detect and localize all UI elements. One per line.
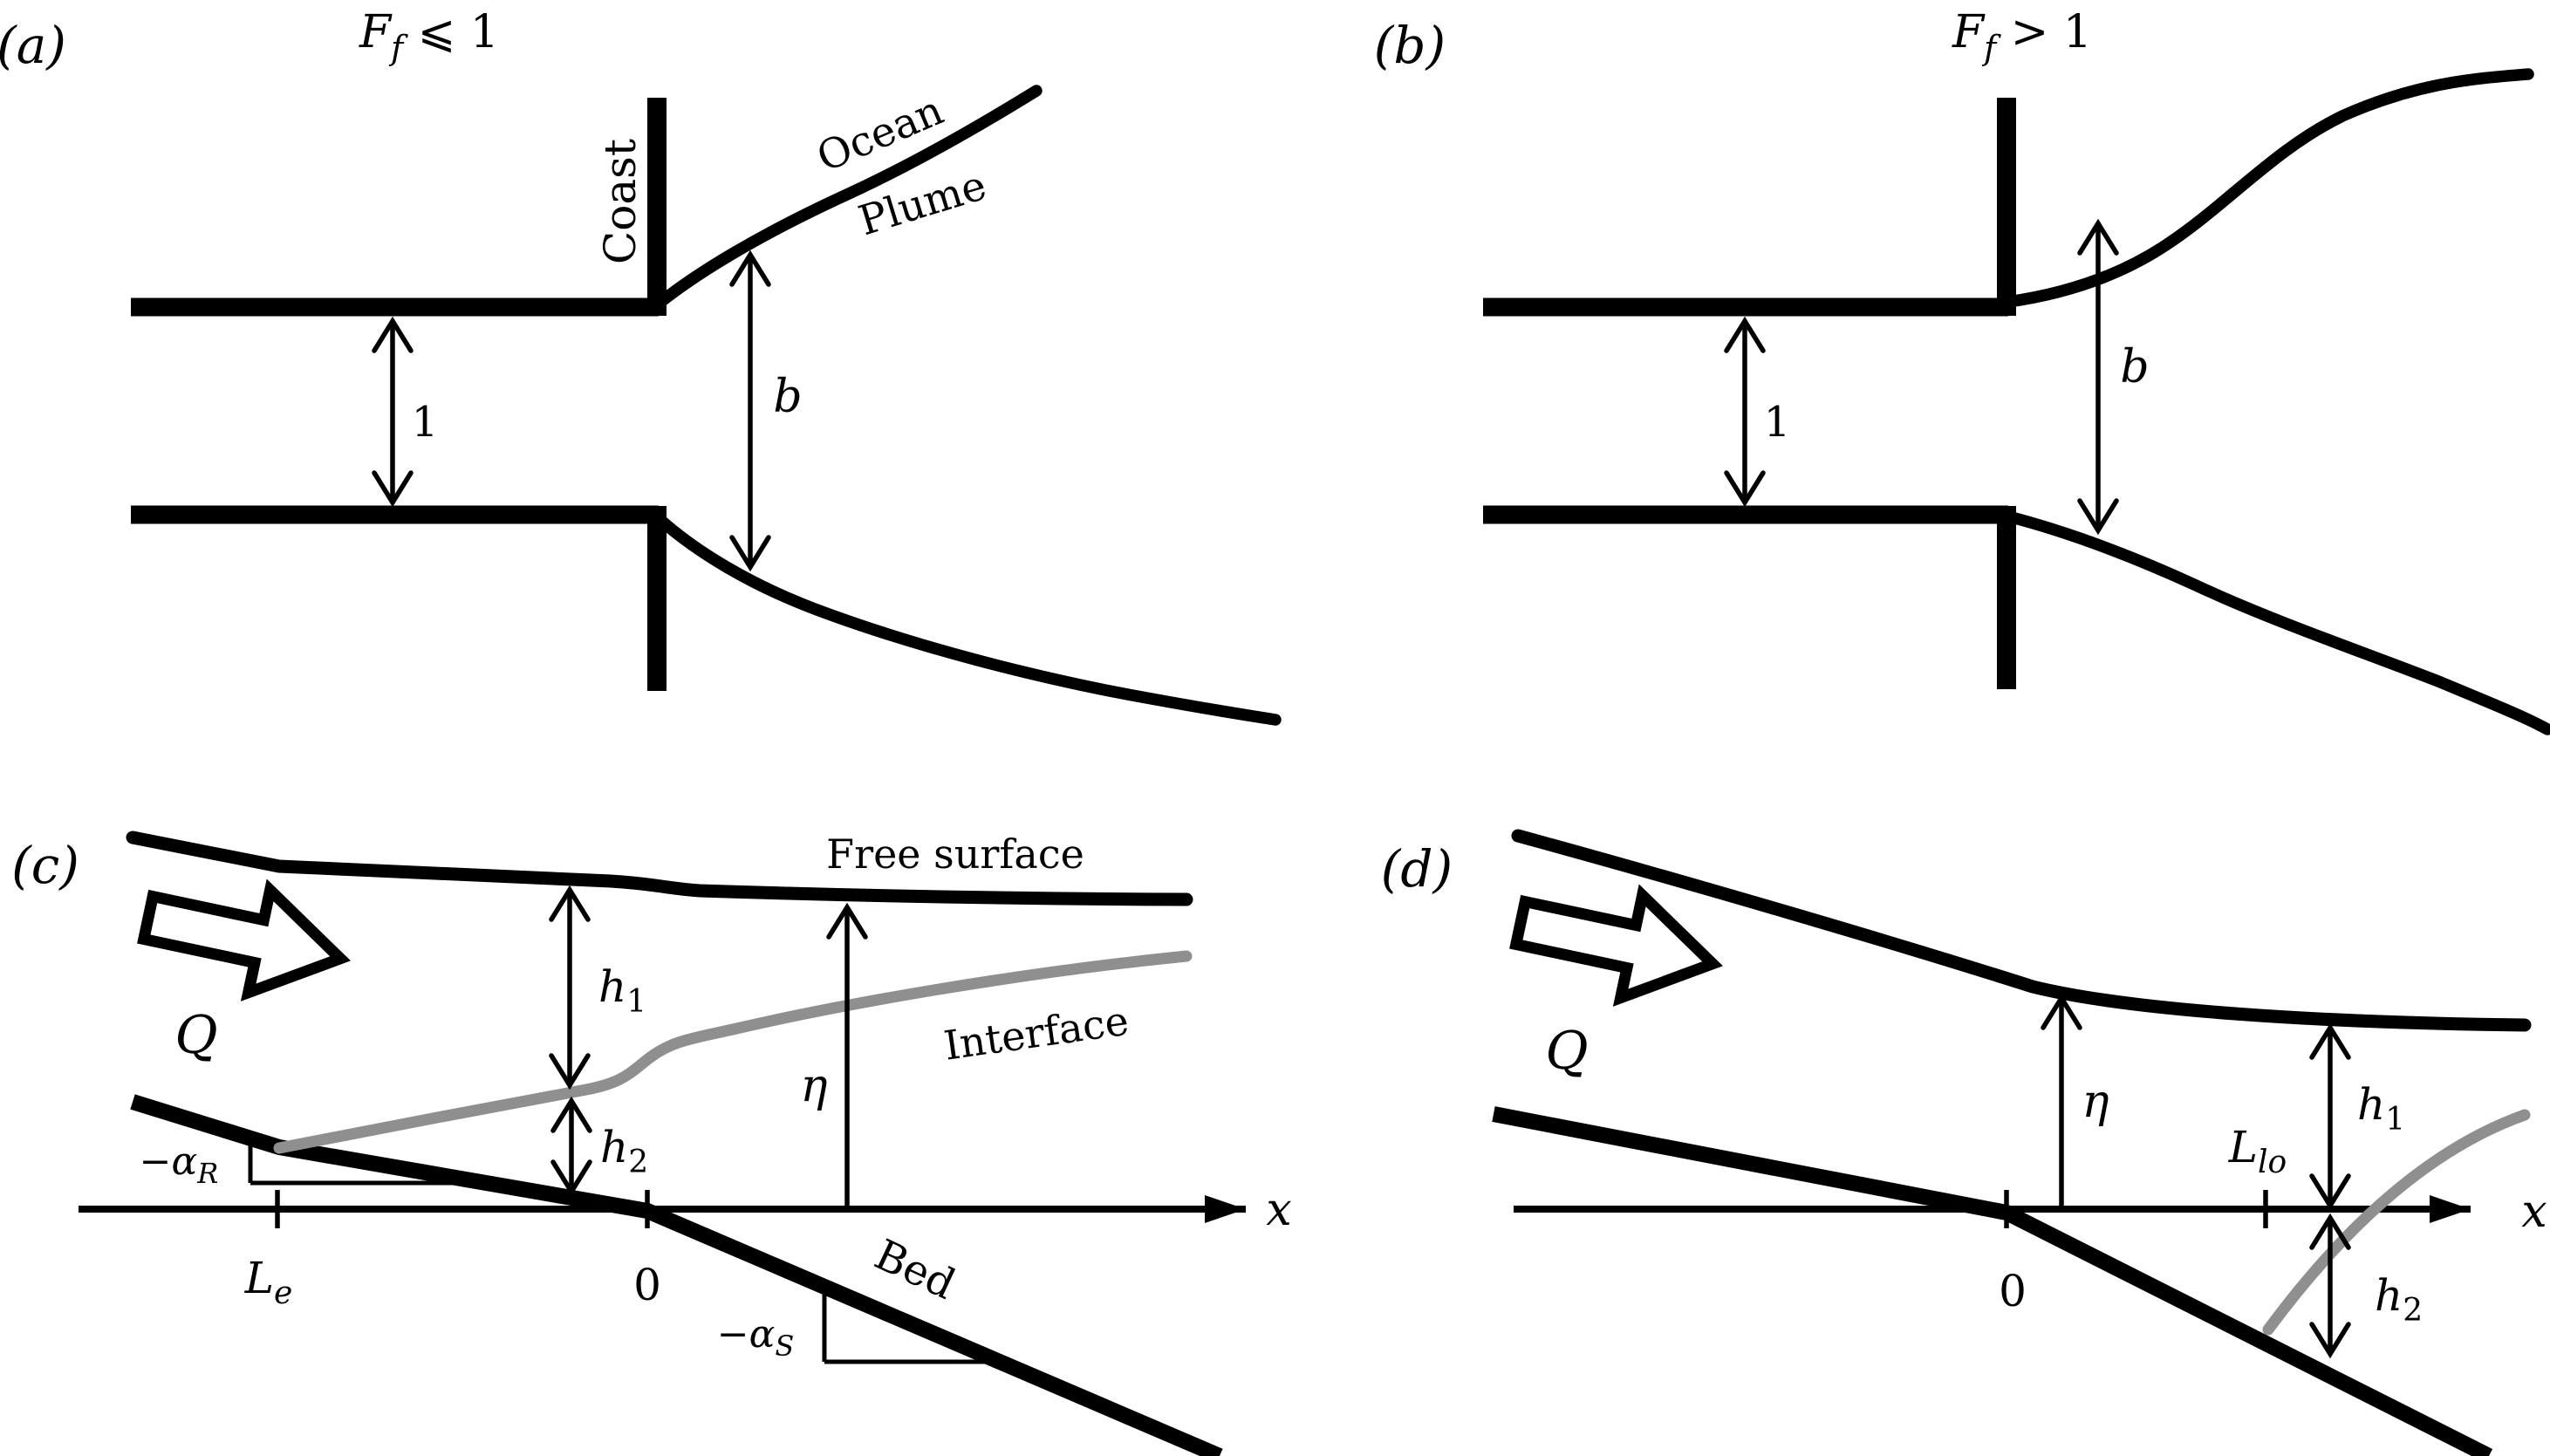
interface-curve-c xyxy=(273,950,1193,1154)
llo-label-base: L xyxy=(2228,1122,2258,1172)
interface-label: Interface xyxy=(941,997,1131,1070)
h1-label-c-sub: 1 xyxy=(626,984,646,1020)
h2-label-c: h2 xyxy=(600,1122,648,1180)
panel-c: (c) x 0 Le Free surface Bed Interface Q … xyxy=(11,831,1292,1456)
h1-label-c: h1 xyxy=(598,961,646,1020)
origin-label-c: 0 xyxy=(633,1260,661,1310)
discharge-arrow-c xyxy=(137,878,351,1001)
channel-width-label-b: 1 xyxy=(1764,398,1791,447)
plume-boundary-upper-b xyxy=(2002,68,2534,308)
h2-label-c-base: h xyxy=(600,1122,628,1172)
h2-label-d-sub: 2 xyxy=(2403,1293,2423,1329)
x-axis-label-d: x xyxy=(2521,1186,2547,1238)
h2-label-d-base: h xyxy=(2375,1270,2403,1321)
shelf-slope-label: −αS xyxy=(717,1312,795,1363)
eta-label-c: η xyxy=(800,1060,827,1112)
panel-b-title-base: F xyxy=(1952,6,1986,58)
slope-triangle-river xyxy=(248,1136,487,1186)
river-slope-sub: R xyxy=(196,1157,218,1190)
panel-b-title-rest: > 1 xyxy=(1996,6,2092,58)
eta-label-d: η xyxy=(2082,1076,2109,1128)
discharge-label-c: Q xyxy=(174,1005,217,1066)
bed-label: Bed xyxy=(867,1230,962,1309)
plume-boundary-lower-b xyxy=(2002,510,2550,735)
panel-a-title: Ff ⩽ 1 xyxy=(359,6,499,67)
h1-label-d-base: h xyxy=(2357,1079,2385,1130)
plume-width-label-a: b xyxy=(773,371,802,423)
panel-a-label: (a) xyxy=(0,16,66,75)
plume-boundary-upper-a xyxy=(653,85,1043,310)
free-surface-line-c xyxy=(126,831,1193,906)
panel-a-title-rest: ⩽ 1 xyxy=(403,6,499,58)
plume-width-label-b: b xyxy=(2120,341,2149,393)
panel-d-label: (d) xyxy=(1381,839,1453,899)
le-label-sub: e xyxy=(274,1275,292,1311)
shelf-slope-sub: S xyxy=(775,1330,794,1363)
panel-a-title-base: F xyxy=(359,6,393,58)
panel-c-label: (c) xyxy=(11,836,79,895)
slope-triangle-shelf xyxy=(822,1286,1001,1364)
h1-label-d: h1 xyxy=(2357,1079,2405,1138)
discharge-label-d: Q xyxy=(1545,1021,1588,1082)
river-slope-base: −α xyxy=(140,1139,198,1184)
llo-label-sub: lo xyxy=(2258,1145,2287,1180)
h2-label-d: h2 xyxy=(2375,1270,2423,1329)
panel-d: (d) x 0 Llo Q η h1 h2 xyxy=(1381,829,2547,1456)
coast-label: Coast xyxy=(595,139,646,264)
origin-label-d: 0 xyxy=(1999,1266,2027,1316)
shelf-slope-base: −α xyxy=(717,1312,776,1357)
x-axis-label-c: x xyxy=(1266,1184,1291,1236)
channel-width-label-a: 1 xyxy=(412,398,439,447)
river-slope-label: −αR xyxy=(140,1139,219,1190)
le-label-base: L xyxy=(244,1253,274,1303)
plume-boundary-lower-a xyxy=(653,512,1282,726)
panel-b-label: (b) xyxy=(1374,16,1446,75)
h2-label-c-sub: 2 xyxy=(628,1145,648,1180)
panel-b-title: Ff > 1 xyxy=(1952,6,2092,67)
plume-label: Plume xyxy=(853,161,992,245)
free-surface-line-d xyxy=(1511,829,2532,1032)
free-surface-label: Free surface xyxy=(826,831,1084,878)
ocean-label: Ocean xyxy=(810,86,950,182)
llo-label: Llo xyxy=(2228,1122,2287,1180)
le-label: Le xyxy=(244,1253,293,1311)
bed-line-d xyxy=(1492,1106,2493,1456)
panel-b: (b) Ff > 1 1 b xyxy=(1374,6,2550,735)
panel-a: (a) Ff ⩽ 1 Coast Ocean Plume 1 b xyxy=(0,6,1282,726)
discharge-arrow-d xyxy=(1509,884,1723,1007)
h1-label-d-sub: 1 xyxy=(2385,1102,2405,1138)
interface-curve-d xyxy=(2262,1109,2531,1336)
bed-line-c xyxy=(130,1094,1223,1456)
h1-label-c-base: h xyxy=(598,961,626,1012)
